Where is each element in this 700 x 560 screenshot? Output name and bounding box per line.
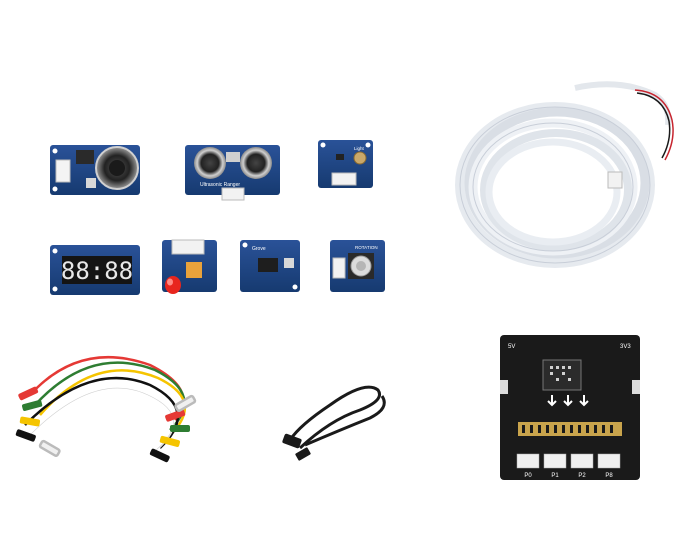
port-label-2: P2 — [578, 473, 586, 479]
rotary-label: ROTATION — [355, 245, 378, 250]
ultrasonic-label: Ultrasonic Ranger — [200, 182, 240, 188]
port-label-3: P8 — [605, 473, 613, 479]
led-icon — [165, 276, 181, 294]
side-label-3v3: 3V3 — [620, 344, 631, 350]
speaker-icon — [95, 146, 139, 190]
light-sensor-label: Light — [354, 146, 365, 151]
alligator-clip-cables-icon — [15, 355, 197, 463]
ultrasonic-sensor-icon — [194, 147, 272, 179]
usb-cable-icon — [282, 385, 386, 461]
seven-segment-display-icon: 88:88 — [61, 256, 133, 285]
speaker-module — [50, 145, 140, 195]
microbit-expansion-board-icon: P0 P1 P2 P8 5V 3V3 — [500, 335, 640, 480]
potentiometer-icon — [348, 253, 374, 279]
sensor-chip-label: Grove — [252, 246, 266, 252]
port-label-0: P0 — [524, 473, 532, 479]
rotary-angle-module: ROTATION — [330, 240, 385, 292]
four-digit-display-module: 88:88 — [50, 245, 140, 295]
ultrasonic-ranger-module: Ultrasonic Ranger — [185, 145, 280, 201]
port-label-1: P1 — [551, 473, 559, 479]
light-sensor-module: Light — [318, 140, 373, 188]
led-socket-module — [162, 239, 217, 294]
sensor-chip-module: Grove — [240, 240, 300, 292]
chip-icon — [258, 258, 278, 272]
display-digits: 88:88 — [61, 257, 133, 285]
led-strip-icon — [455, 81, 674, 268]
side-label-5v: 5V — [508, 344, 515, 350]
light-sensor-icon — [353, 151, 367, 165]
